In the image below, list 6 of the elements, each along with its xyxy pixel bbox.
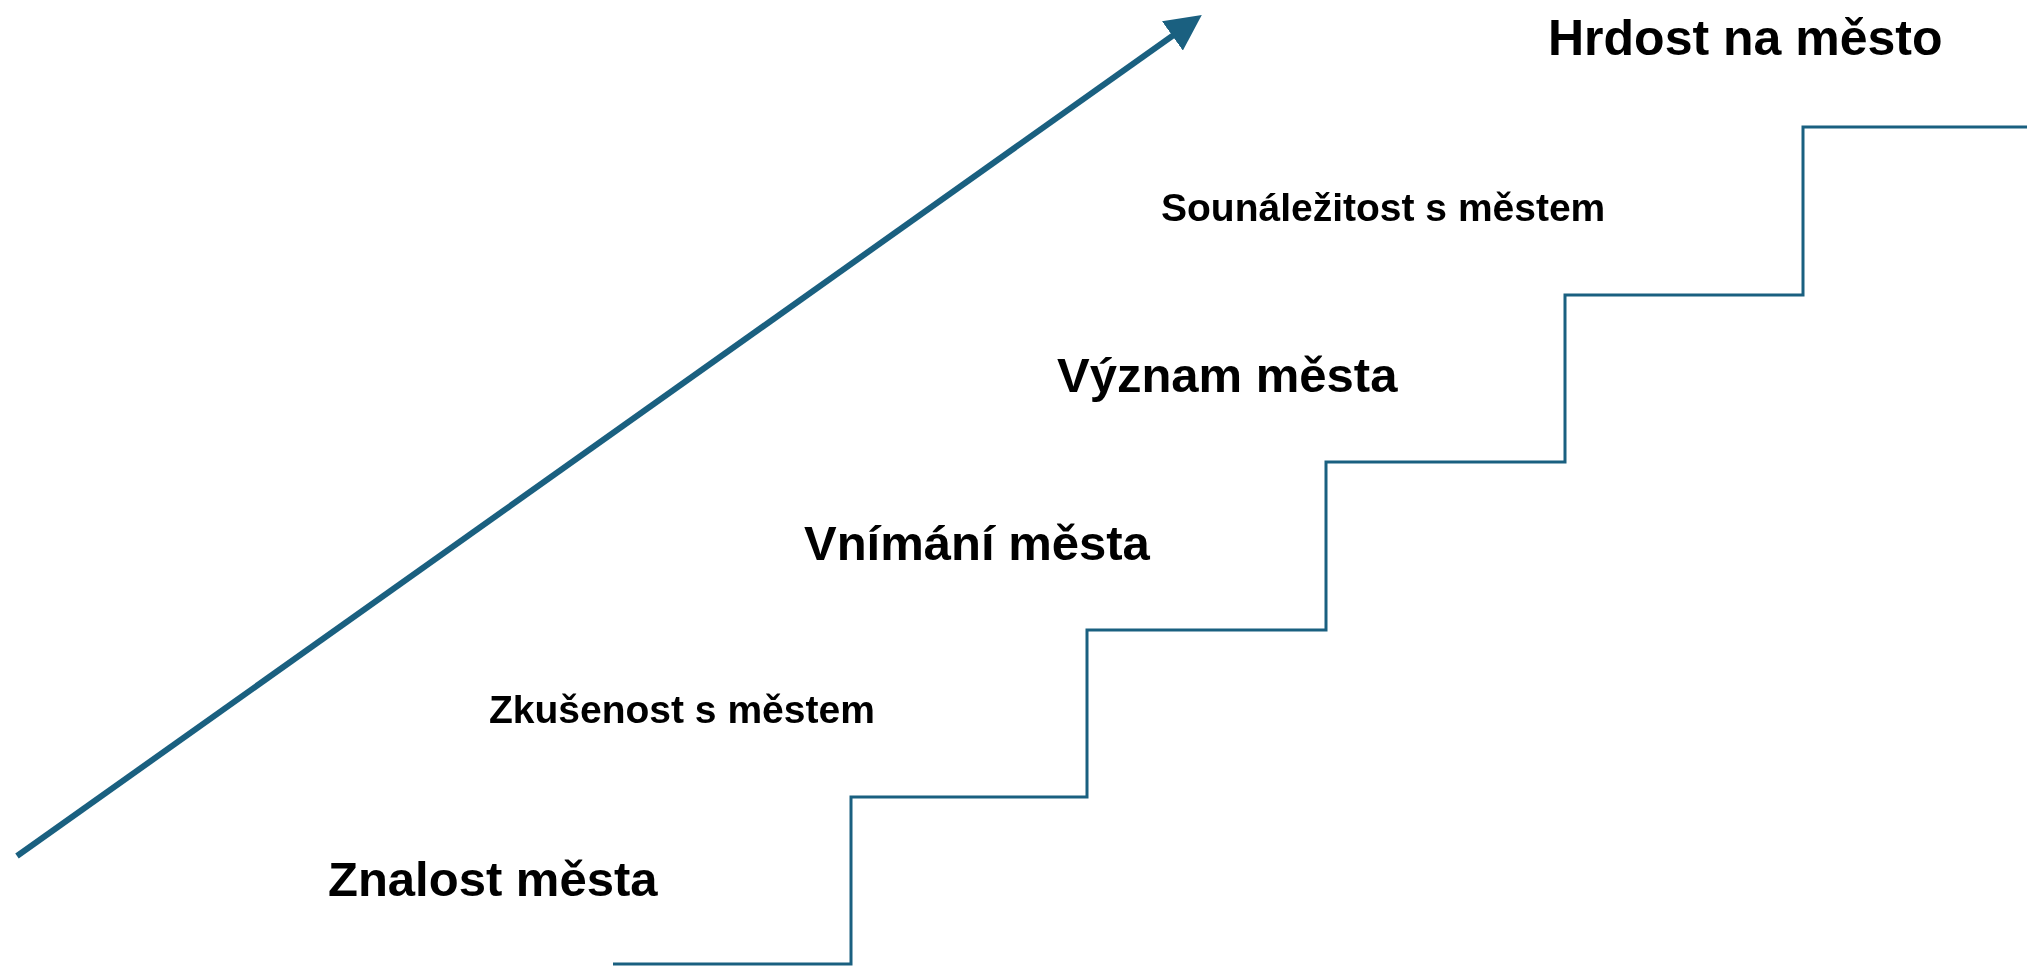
step-label: Hrdost na město	[1548, 13, 1943, 63]
step-label: Znalost města	[328, 854, 658, 904]
step-label: Vnímání města	[804, 518, 1150, 568]
step-label: Sounáležitost s městem	[1161, 187, 1606, 227]
step-label: Význam města	[1057, 350, 1398, 400]
step-label: Zkušenost s městem	[489, 689, 875, 729]
